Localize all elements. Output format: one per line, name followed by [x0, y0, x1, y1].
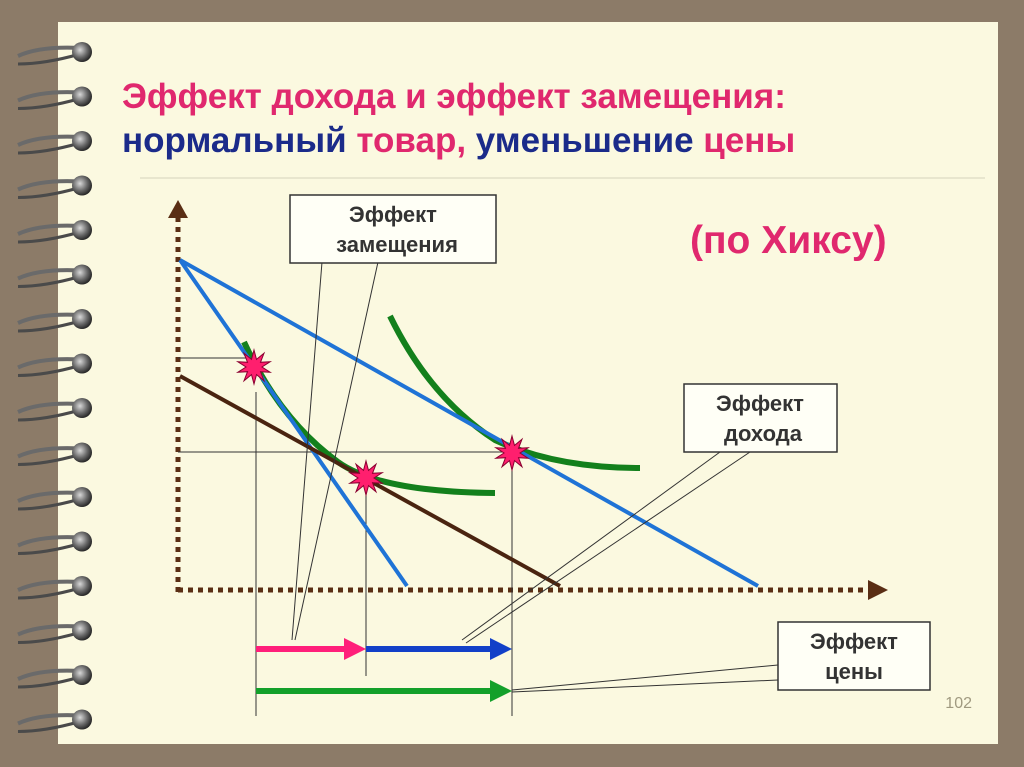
leader-price-1 [511, 664, 779, 691]
title-segment-decrease: уменьшение [476, 121, 704, 160]
spiral-ring-icon [17, 620, 92, 644]
substitution-label-line-1: Эффект [349, 202, 437, 227]
income-effect-callout: Эффект дохода [683, 383, 838, 453]
price-label-line-2: цены [825, 659, 883, 684]
price-label-line-1: Эффект [810, 629, 898, 654]
equilibrium-points [235, 348, 531, 497]
equilibrium-point-b-icon [347, 459, 385, 497]
x-axis-arrow-icon [868, 580, 888, 600]
leader-substitution-1 [291, 261, 323, 641]
subtitle-hicks: (по Хиксу) [690, 219, 887, 262]
title-segment-good: товар, [356, 121, 475, 160]
spiral-binding [17, 42, 92, 733]
spiral-ring-icon [17, 531, 92, 555]
title-segment-normal: нормальный [122, 121, 356, 160]
indifference-curve-2 [387, 314, 641, 471]
substitution-effect-arrow [256, 638, 366, 660]
spiral-ring-icon [17, 42, 92, 66]
title-segment-price: цены [703, 121, 795, 160]
income-effect-arrow [366, 638, 512, 660]
y-axis-arrow-icon [168, 200, 188, 218]
spiral-ring-icon [17, 309, 92, 333]
budget-line-new [179, 258, 759, 588]
spiral-ring-icon [17, 264, 92, 288]
spiral-ring-icon [17, 576, 92, 600]
title-line-2: нормальный товар, уменьшение цены [122, 121, 795, 160]
substitution-effect-callout: Эффект замещения [289, 194, 497, 264]
leader-substitution-2 [294, 261, 379, 641]
spiral-ring-icon [17, 175, 92, 199]
spiral-ring-icon [17, 665, 92, 689]
leader-income-1 [461, 451, 721, 641]
spiral-ring-icon [17, 353, 92, 377]
spiral-ring-icon [17, 487, 92, 511]
title-line-1: Эффект дохода и эффект замещения: [122, 77, 786, 116]
income-label-line-1: Эффект [716, 391, 804, 416]
price-effect-arrow [256, 680, 512, 702]
page-number: 102 [945, 695, 972, 712]
equilibrium-point-a-icon [235, 348, 273, 386]
spiral-ring-icon [17, 220, 92, 244]
leader-price-2 [511, 679, 779, 693]
spiral-ring-icon [17, 398, 92, 422]
price-effect-callout: Эффект цены [777, 621, 931, 691]
substitution-label-line-2: замещения [336, 232, 458, 257]
leader-income-2 [465, 451, 751, 644]
spiral-ring-icon [17, 442, 92, 466]
budget-line-initial [178, 258, 409, 588]
equilibrium-point-c-icon [493, 434, 531, 472]
income-label-line-2: дохода [724, 421, 803, 446]
spiral-ring-icon [17, 86, 92, 110]
spiral-ring-icon [17, 131, 92, 155]
spiral-ring-icon [17, 709, 92, 733]
